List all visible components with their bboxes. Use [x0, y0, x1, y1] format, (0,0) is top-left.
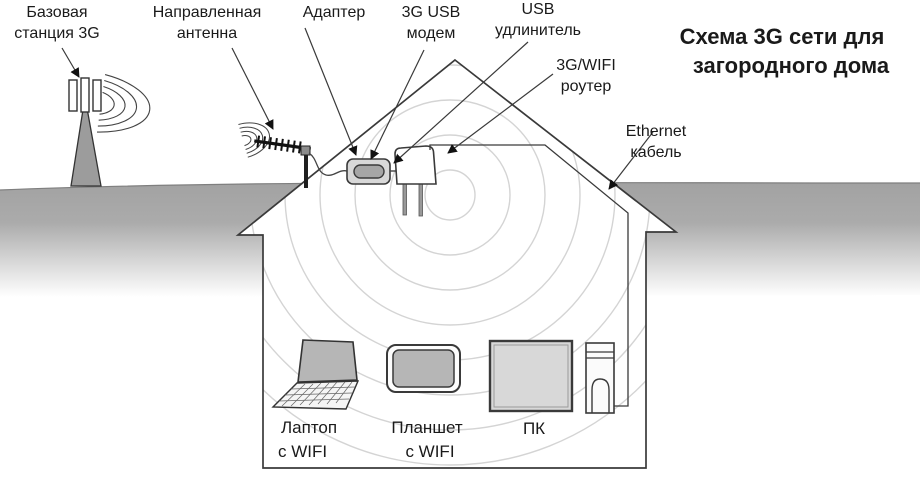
leader-antenna — [231, 47, 274, 130]
router-box — [394, 145, 437, 217]
laptop-illustration — [271, 339, 360, 410]
tablet-illustration — [386, 344, 461, 393]
antenna-label-1: Направленная — [153, 4, 262, 21]
leader-adapter — [304, 27, 358, 156]
house-outline — [235, 58, 679, 469]
pc-label: ПК — [523, 419, 545, 438]
antenna-cable — [308, 152, 348, 176]
laptop-label-1: Лаптоп — [281, 418, 337, 437]
router-label-2: роутер — [561, 78, 612, 95]
leader-modem — [370, 49, 425, 160]
leader-ethernet — [608, 131, 654, 190]
page-title-line2: загородного дома — [693, 53, 890, 78]
radio-waves-icon — [97, 74, 151, 133]
page-title-line1: Схема 3G сети для — [680, 24, 885, 49]
usb-extender-label-1: USB — [522, 1, 555, 18]
router-antenna — [418, 181, 423, 217]
leader-lines — [61, 27, 654, 190]
modem-label-2: модем — [407, 25, 456, 42]
pc-tower-illustration — [585, 342, 615, 414]
directional-antenna — [254, 135, 311, 188]
leader-base-station — [61, 47, 80, 78]
ethernet-cable — [429, 144, 629, 407]
incoming-waves-icon — [238, 122, 270, 158]
ethernet-label-2: кабель — [630, 144, 681, 161]
router-label-1: 3G/WIFI — [556, 57, 616, 74]
pc-monitor-illustration — [488, 339, 574, 413]
antenna-label-2: антенна — [177, 25, 237, 42]
router-antenna — [402, 181, 407, 216]
tablet-label-2: с WIFI — [405, 442, 454, 461]
adapter-label: Адаптер — [303, 4, 366, 21]
base-station-label-1: Базовая — [26, 4, 87, 21]
modem-label-1: 3G USB — [402, 4, 461, 21]
base-station-label-2: станция 3G — [14, 25, 99, 42]
adapter-box — [346, 158, 391, 185]
leader-router — [447, 73, 554, 154]
laptop-label-2: с WIFI — [278, 442, 327, 461]
tablet-label-1: Планшет — [391, 418, 463, 437]
leader-usb-extender — [393, 41, 529, 164]
usb-modem — [353, 164, 385, 179]
ethernet-label-1: Ethernet — [626, 123, 687, 140]
usb-extender-label-2: удлинитель — [495, 22, 581, 39]
base-station-tower — [68, 77, 102, 187]
